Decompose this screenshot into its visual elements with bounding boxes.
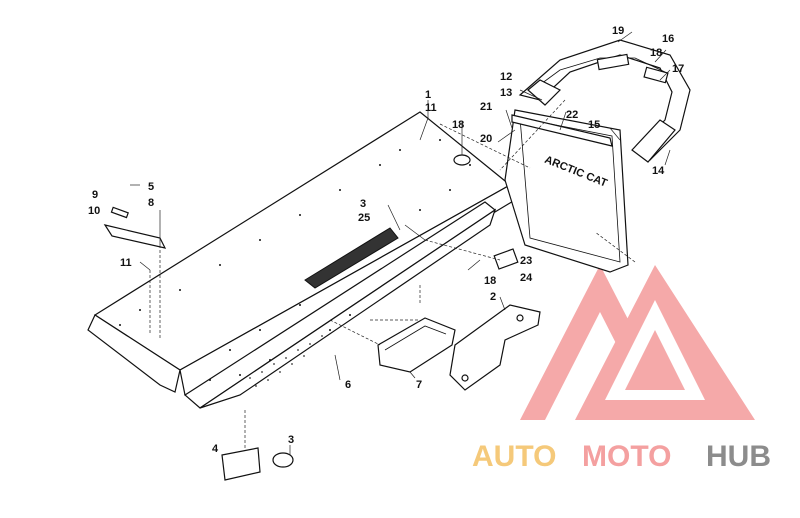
flap-inner-border	[519, 117, 621, 263]
logo-core	[625, 330, 685, 390]
callout-16: 16	[662, 33, 674, 45]
tunnel-grommet	[453, 154, 471, 166]
flap-body	[504, 109, 629, 273]
hardware	[103, 206, 519, 481]
callout-23: 23	[520, 255, 532, 267]
callout-13: 13	[500, 87, 512, 99]
running-board-edge	[199, 208, 497, 409]
rivet-9	[110, 206, 129, 219]
callout-18: 18	[452, 119, 464, 131]
rivet-pattern	[119, 139, 471, 381]
callout-15: 15	[588, 119, 600, 131]
callout-3: 3	[360, 198, 366, 210]
tread-pattern	[249, 335, 323, 387]
callout-25: 25	[358, 212, 370, 224]
watermark-logo	[520, 265, 755, 420]
step-tread	[384, 325, 447, 351]
callout-8: 8	[148, 197, 154, 209]
plate-10	[103, 224, 167, 249]
washer-3	[272, 452, 294, 468]
bumper-slot	[596, 53, 630, 71]
callout-7: 7	[416, 379, 422, 391]
tunnel-assembly	[87, 111, 516, 409]
step-body	[377, 317, 456, 373]
callout-14: 14	[652, 165, 665, 177]
tunnel-rear-lip	[87, 314, 181, 393]
callout-1: 1	[425, 89, 431, 101]
callout-6: 6	[345, 379, 351, 391]
watermark-auto: AUTO	[472, 440, 556, 473]
callout-17: 17	[672, 63, 684, 75]
watermark-moto: MOTO	[582, 440, 671, 473]
callout-10: 10	[88, 205, 100, 217]
bumper-rail	[529, 57, 666, 93]
snow-flap: ARCTIC CAT	[504, 109, 629, 273]
callout-21: 21	[480, 101, 492, 113]
clip-23	[493, 248, 519, 270]
tunnel-decal	[304, 227, 399, 289]
callout-2: 2	[490, 291, 496, 303]
plate-4	[221, 447, 261, 481]
bumper-left-cap	[527, 79, 562, 106]
callout-3b: 3	[288, 434, 294, 446]
callout-labels: 1 11 18 20 21 12 13 22 15 19 16 18 17 14…	[88, 25, 684, 455]
callout-4: 4	[212, 443, 219, 455]
callout-22: 22	[566, 109, 578, 121]
callout-11b: 11	[120, 257, 132, 269]
callout-24: 24	[520, 272, 533, 284]
bumper-end-cap	[631, 119, 676, 163]
bumper-slot-2	[643, 66, 669, 84]
callout-12: 12	[500, 71, 512, 83]
bracket-2	[449, 304, 541, 391]
callout-11: 11	[425, 102, 437, 114]
callout-5: 5	[148, 181, 154, 193]
foot-step	[377, 317, 456, 373]
callout-18b: 18	[650, 47, 662, 59]
leader-lines	[130, 31, 671, 455]
flap-mount-bar	[511, 114, 613, 147]
callout-18c: 18	[484, 275, 496, 287]
watermark-hub: HUB	[706, 440, 771, 473]
mount-bracket	[449, 304, 541, 391]
callout-9: 9	[92, 189, 98, 201]
callout-20: 20	[480, 133, 492, 145]
rear-bumper	[518, 39, 691, 163]
watermark-text: AUTO MOTO HUB	[472, 440, 771, 473]
callout-19: 19	[612, 25, 624, 37]
